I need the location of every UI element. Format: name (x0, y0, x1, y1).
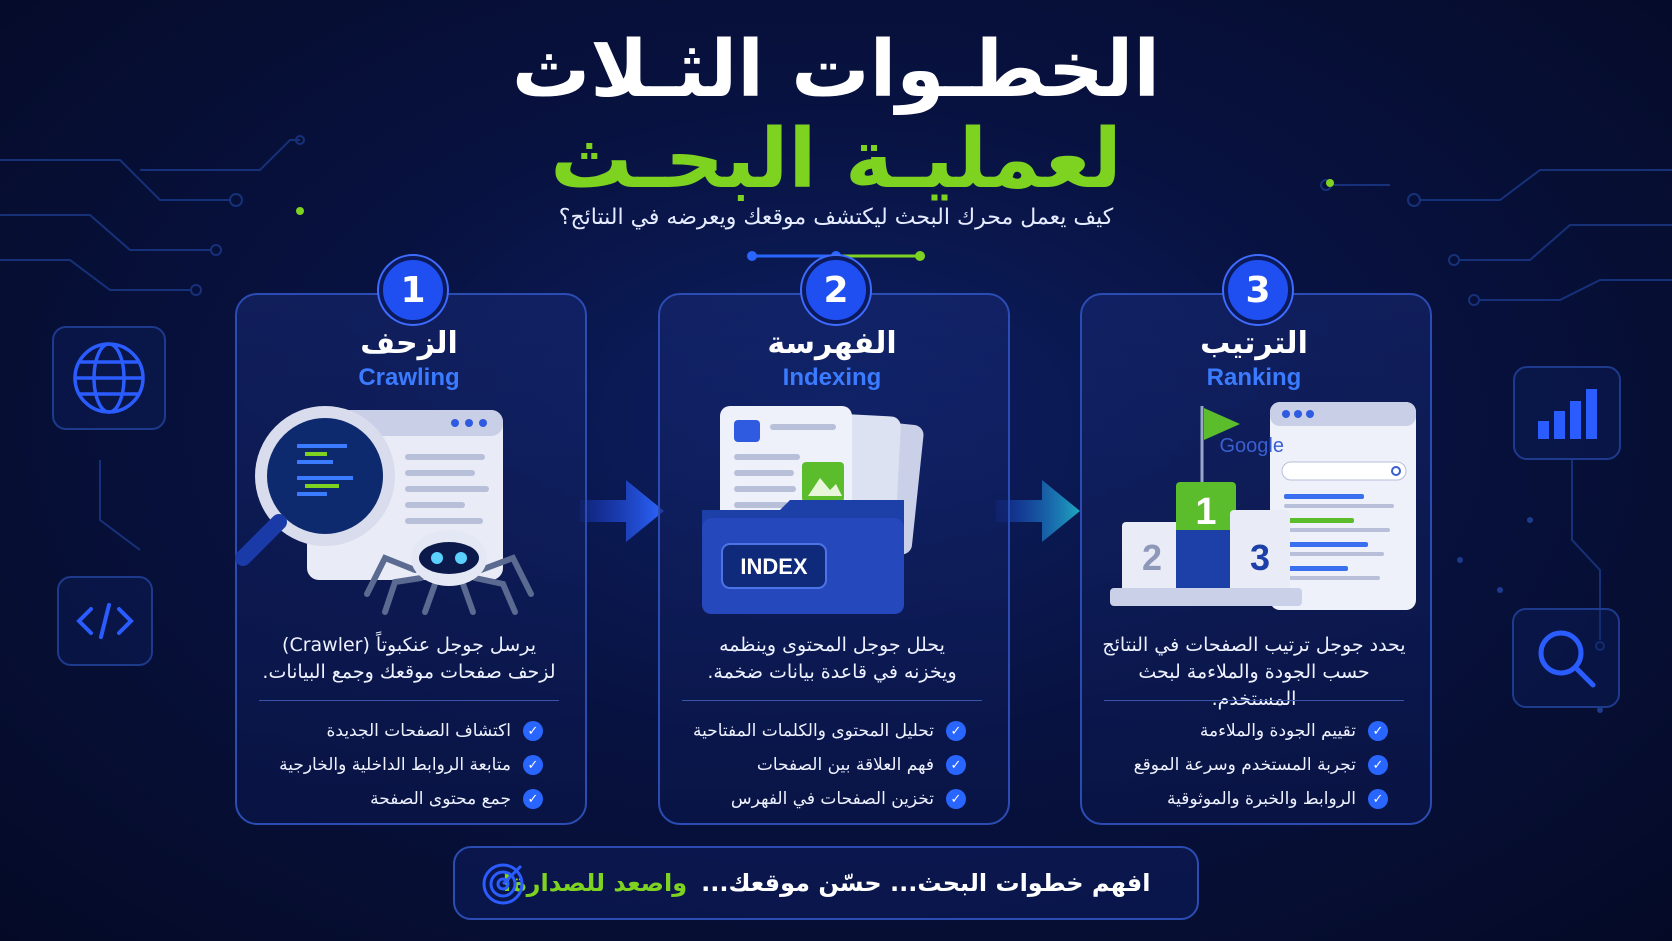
step-number-badge: 2 (802, 256, 870, 324)
step-title-en: Ranking (1206, 364, 1302, 391)
checklist-item: ✓ جمع محتوى الصفحة (243, 782, 543, 816)
bar-chart-icon (1513, 366, 1621, 460)
title-line-1: الخطـوات الثـلاث (511, 25, 1161, 115)
step-title-ar: الفهرسة (767, 326, 897, 361)
description-line: حسب الجودة والملاءمة لبحث المستخدم. (1138, 661, 1370, 710)
step-title-ar: الترتيب (1200, 326, 1308, 361)
card-divider (1104, 700, 1404, 701)
check-icon: ✓ (523, 721, 543, 741)
checklist-item: ✓ اكتشاف الصفحات الجديدة (243, 714, 543, 748)
checklist-label: تحليل المحتوى والكلمات المفتاحية (692, 721, 934, 741)
checklist-item: ✓ تقييم الجودة والملاءمة (1088, 714, 1388, 748)
check-icon: ✓ (946, 721, 966, 741)
checklist-item: ✓ فهم العلاقة بين الصفحات (666, 748, 966, 782)
footer-accent-text: واصعد للصدارة! (501, 869, 688, 897)
index-folder-illustration: INDEX (702, 406, 924, 614)
progress-dots-decoration (747, 251, 925, 261)
description-line: يرسل جوجل عنكبوتاً (Crawler) (282, 634, 536, 656)
card-divider (259, 700, 559, 701)
podium-label: 3 (1250, 537, 1270, 578)
globe-icon (52, 326, 166, 430)
check-icon: ✓ (946, 789, 966, 809)
checklist-label: فهم العلاقة بين الصفحات (756, 755, 934, 775)
step-number-badge: 1 (379, 256, 447, 324)
check-icon: ✓ (1368, 721, 1388, 741)
card-divider (682, 700, 982, 701)
checklist-item: ✓ متابعة الروابط الداخلية والخارجية (243, 748, 543, 782)
index-label: INDEX (740, 554, 808, 579)
checklist-label: تجربة المستخدم وسرعة الموقع (1133, 755, 1356, 775)
footer-text: افهم خطوات البحث... حسّن موقعك... (701, 869, 1151, 897)
checklist-label: تقييم الجودة والملاءمة (1199, 721, 1356, 741)
arrow-step2-to-step3 (996, 480, 1080, 542)
step-title-en: Crawling (358, 364, 460, 391)
checklist-label: اكتشاف الصفحات الجديدة (326, 721, 512, 741)
footer-banner: افهم خطوات البحث... حسّن موقعك... واصعد … (453, 846, 1199, 920)
checklist-label: تخزين الصفحات في الفهرس (730, 789, 934, 809)
arrow-step1-to-step2 (580, 480, 664, 542)
checklist-label: جمع محتوى الصفحة (370, 789, 511, 809)
search-icon (1512, 608, 1620, 708)
checklist: ✓ اكتشاف الصفحات الجديدة ✓ متابعة الروابط … (243, 714, 543, 816)
checklist-item: ✓ تحليل المحتوى والكلمات المفتاحية (666, 714, 966, 748)
step-title-en: Indexing (782, 364, 882, 391)
checklist-item: ✓ تخزين الصفحات في الفهرس (666, 782, 966, 816)
step-description: يرسل جوجل عنكبوتاً (Crawler) لزحف صفحات … (249, 632, 569, 686)
title-line-2: لعمليـة البحـث (550, 112, 1122, 207)
description-line: يحلل جوجل المحتوى وينظمه (719, 634, 945, 656)
check-icon: ✓ (523, 755, 543, 775)
ranking-illustration: Google 1 2 3 (1110, 402, 1416, 610)
check-icon: ✓ (1368, 755, 1388, 775)
checklist-item: ✓ الروابط والخبرة والموثوقية (1088, 782, 1388, 816)
step-title-ar: الزحف (360, 326, 458, 361)
checklist-item: ✓ تجربة المستخدم وسرعة الموقع (1088, 748, 1388, 782)
description-line: يحدد جوجل ترتيب الصفحات في النتائج (1102, 634, 1406, 656)
podium-label: 2 (1142, 537, 1162, 578)
subtitle: كيف يعمل محرك البحث ليكتشف موقعك ويعرضه … (558, 205, 1114, 230)
podium-label: 1 (1195, 491, 1216, 533)
checklist-label: متابعة الروابط الداخلية والخارجية (279, 755, 511, 775)
description-line: لزحف صفحات موقعك وجمع البيانات. (262, 661, 556, 683)
step-description: يحدد جوجل ترتيب الصفحات في النتائج حسب ا… (1094, 632, 1414, 713)
target-icon (482, 863, 524, 905)
crawler-illustration (235, 406, 534, 615)
check-icon: ✓ (946, 755, 966, 775)
step-number-badge: 3 (1224, 256, 1292, 324)
check-icon: ✓ (523, 789, 543, 809)
description-line: ويخزنه في قاعدة بيانات ضخمة. (707, 661, 957, 683)
checklist-label: الروابط والخبرة والموثوقية (1166, 789, 1356, 809)
google-logo-text: Google (1220, 435, 1285, 457)
code-icon (57, 576, 153, 666)
check-icon: ✓ (1368, 789, 1388, 809)
checklist: ✓ تقييم الجودة والملاءمة ✓ تجربة المستخدم … (1088, 714, 1388, 816)
step-description: يحلل جوجل المحتوى وينظمه ويخزنه في قاعدة… (672, 632, 992, 686)
checklist: ✓ تحليل المحتوى والكلمات المفتاحية ✓ فهم ا… (666, 714, 966, 816)
